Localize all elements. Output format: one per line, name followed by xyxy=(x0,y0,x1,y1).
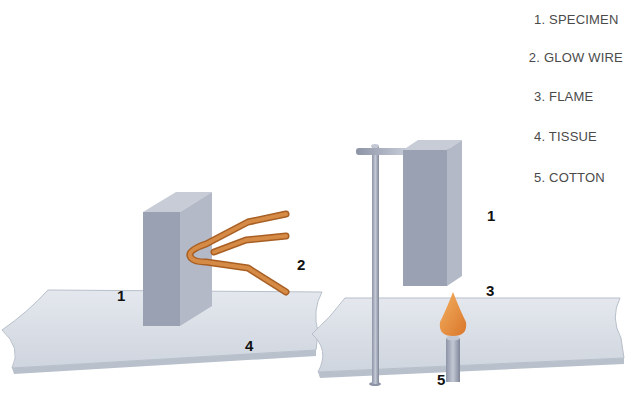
callout-number: 2 xyxy=(297,256,305,273)
cotton-sheet xyxy=(312,298,624,378)
callout-number: 5 xyxy=(437,371,445,388)
callout-number: 4 xyxy=(245,337,253,354)
key-entry: 1. SPECIMEN xyxy=(534,12,619,27)
key-entry: 2. GLOW WIRE xyxy=(529,50,623,65)
key-entry: 5. COTTON xyxy=(534,170,605,185)
key-entry: 4. TISSUE xyxy=(534,129,597,144)
callout-number: 1 xyxy=(487,207,495,224)
callout-number: 1 xyxy=(117,287,125,304)
callout-number: 3 xyxy=(486,282,494,299)
specimen-block xyxy=(403,140,462,286)
key-entry: 3. FLAME xyxy=(534,89,593,104)
flame xyxy=(440,292,466,336)
stand xyxy=(356,144,450,386)
burner xyxy=(446,336,460,383)
glow-wire xyxy=(190,214,286,292)
